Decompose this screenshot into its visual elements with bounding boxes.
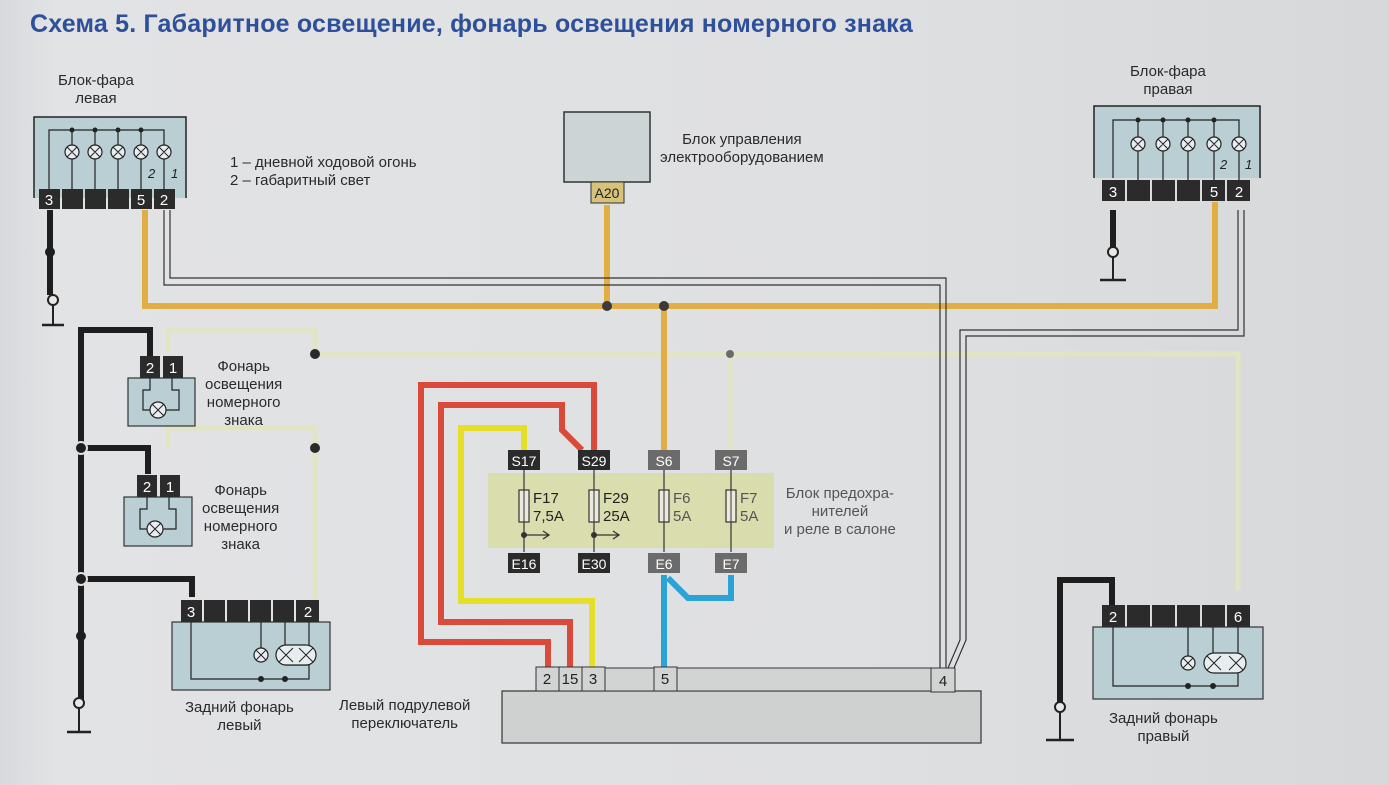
connector-pins [535,666,956,693]
rear-lamp-left-label: Задний фонарь левый [185,699,294,734]
lamp-icon [275,644,317,666]
fuse-top-pin [508,450,540,470]
pin-label: 3 [589,671,597,688]
pin-label: 15 [562,671,579,688]
pin-label: S6 [655,453,672,469]
pin-label: 5 [137,192,145,209]
lamp-marker: 2 [147,166,156,181]
lamp-marker: 1 [1245,157,1252,172]
fuse-top-pin [578,450,610,470]
ground-symbol [42,246,1126,742]
plate-lamp-1[interactable]: 2 1 [127,356,196,427]
connector-pins: 3 5 2 [1102,180,1250,201]
pin-label: E16 [512,556,537,572]
fuse-bottom-pin [578,553,610,573]
connector-pins: 3 5 2 [39,189,175,209]
pin-label: 2 [160,192,168,209]
pin-label: 2 [543,671,551,688]
junction-dot [74,572,88,586]
headlamp-left-label: Блок-фара левая [58,72,134,107]
pin-label: A20 [595,185,620,201]
pin-label: 1 [166,479,174,496]
diagram-title: Схема 5. Габаритное освещение, фонарь ос… [30,10,913,38]
junction-dot [74,441,88,455]
fuse-top-pin [715,450,747,470]
junction-dot [310,349,320,359]
pin-label: S17 [512,453,537,469]
pin-label: 2 [1109,609,1117,626]
fuse-name: F6 [673,490,691,507]
lamp-marker: 1 [171,166,178,181]
stalk-switch-left[interactable]: 2 15 3 5 4 [501,666,982,744]
junction-dot [45,247,55,257]
headlamp-left[interactable]: 2 1 3 5 2 [33,116,187,209]
junction-dot [602,301,612,311]
junction-dot [76,631,86,641]
rear-lamp-left[interactable]: 3 2 [171,600,331,691]
arrow-right-icon [594,530,621,540]
wire-blue [661,575,734,668]
plate-lamp-2[interactable]: 2 1 [123,475,193,547]
junction-dot [310,443,320,453]
pin-label: 5 [1210,184,1218,201]
fuse-name: F29 [603,490,629,507]
rear-lamp-right[interactable]: 2 6 [1092,605,1264,700]
wire-pale-green [165,327,1241,620]
junction-dot [726,350,734,358]
fuse-bottom-pin [648,553,680,573]
pin-label: 1 [169,360,177,377]
fuse-rating: 25A [603,508,630,525]
arrow-right-icon [524,530,551,540]
plate-lamp-2-label: Фонарь освещения номерного знака [202,482,280,553]
pin-label: E7 [722,556,739,572]
rear-lamp-right-label: Задний фонарь правый [1109,710,1218,745]
fuse-block[interactable]: S17E16F177,5AS29E30F2925AS6E6F65AS7E7F75… [488,450,774,573]
pin-label: 2 [143,479,151,496]
pin-label: E6 [655,556,672,572]
pin-label: 3 [187,604,195,621]
headlamp-right[interactable]: 2 1 3 5 2 [1093,105,1261,201]
fuse-block-label: Блок предохра- нителей и реле в салоне [784,485,896,538]
fuse-name: F7 [740,490,758,507]
pin-label: S29 [582,453,607,469]
pin-label: 2 [1235,184,1243,201]
fuse-bottom-pin [715,553,747,573]
bcm-label: Блок управления электрооборудованием [660,131,824,166]
junction-dot [659,301,669,311]
wire-yellow [458,425,595,668]
legend: 1 – дневной ходовой огонь 2 – габаритный… [230,154,417,189]
fuse-name: F17 [533,490,559,507]
body-control-module[interactable]: A20 [563,111,651,204]
fuse-rating: 5A [673,508,691,525]
fuse-rating: 7,5A [533,508,564,525]
wire-orange [142,202,1218,452]
fuse-rating: 5A [740,508,758,525]
wire-red [418,382,597,668]
pin-label: E30 [582,556,607,572]
pin-label: 4 [939,673,947,690]
pin-label: 6 [1234,609,1242,626]
pin-label: 3 [1109,184,1117,201]
pin-label: 5 [661,671,669,688]
pin-label: S7 [722,453,739,469]
pin-label: 3 [45,192,53,209]
headlamp-right-label: Блок-фара правая [1130,63,1206,98]
stalk-switch-label: Левый подрулевой переключатель [339,697,471,732]
pin-label: 2 [304,604,312,621]
lamp-marker: 2 [1219,157,1228,172]
pin-label: 2 [146,360,154,377]
fuse-top-pin [648,450,680,470]
plate-lamp-1-label: Фонарь освещения номерного знака [205,358,283,429]
lamp-icon [1203,652,1247,674]
fuse-bottom-pin [508,553,540,573]
wire-double-thin [163,210,1245,669]
